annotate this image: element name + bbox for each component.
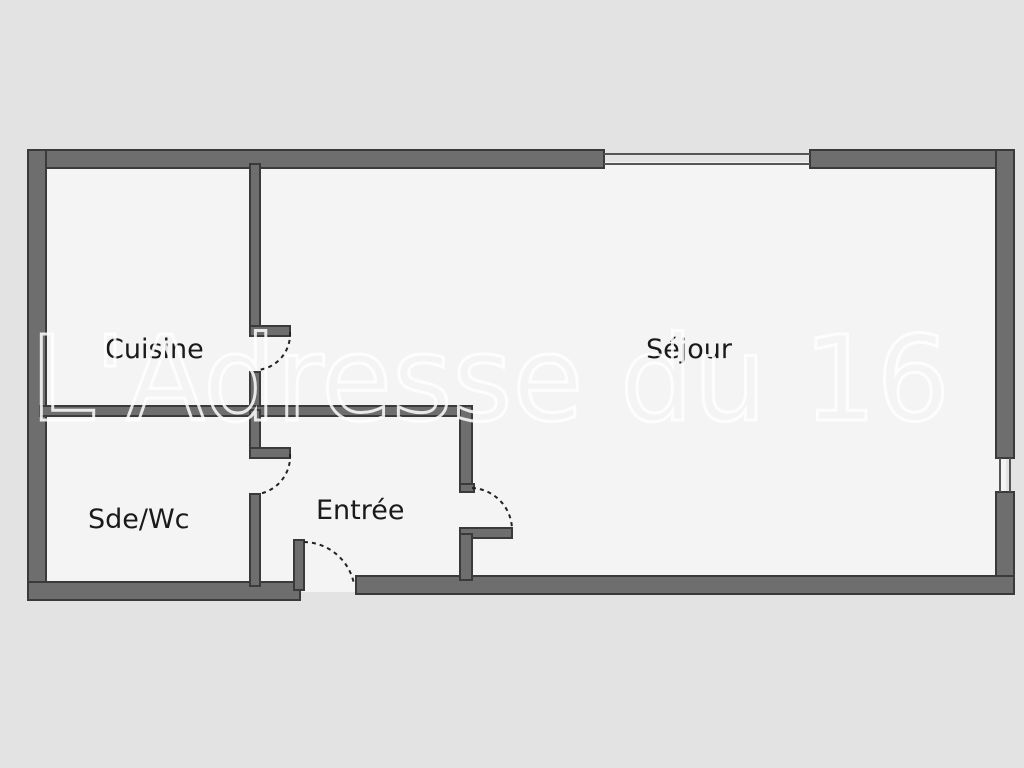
doors bbox=[257, 331, 514, 585]
entry-door-jamb bbox=[293, 539, 305, 591]
room-label-bathroom: Sde/Wc bbox=[88, 504, 190, 535]
partition-kitchen-stub bbox=[249, 325, 291, 337]
windows bbox=[604, 153, 1011, 492]
partition-bath-entry bbox=[249, 493, 261, 587]
partition-entry-living-lower bbox=[459, 533, 473, 581]
door-living-swing bbox=[471, 487, 514, 531]
wall-bottom-right bbox=[355, 575, 1015, 595]
watermark: L'Adresse du 16 bbox=[30, 310, 950, 448]
door-entry-swing bbox=[303, 541, 355, 585]
room-label-kitchen: Cuisine bbox=[105, 334, 204, 365]
partitions bbox=[39, 163, 513, 591]
partition-kitchen-living bbox=[249, 163, 261, 331]
floor-area bbox=[40, 162, 1006, 592]
room-label-living: Séjour bbox=[646, 334, 733, 365]
partition-bath-stub bbox=[249, 447, 291, 459]
door-kitchen-swing bbox=[257, 331, 292, 371]
wall-top-right bbox=[809, 149, 1015, 169]
room-label-entry: Entrée bbox=[316, 495, 405, 526]
door-bathroom-swing bbox=[257, 453, 292, 495]
wall-top-left bbox=[27, 149, 605, 169]
outer-walls bbox=[27, 149, 1015, 601]
partition-entry-stub-upper bbox=[459, 483, 475, 493]
wall-right-upper bbox=[995, 149, 1015, 459]
